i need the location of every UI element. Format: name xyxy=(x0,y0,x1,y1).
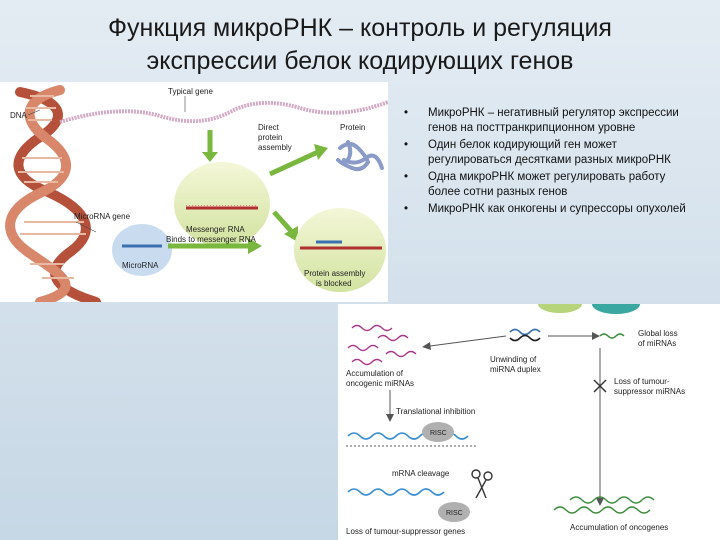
messenger-rna-sphere xyxy=(174,162,270,246)
risc-complex-2 xyxy=(438,502,470,522)
mirna-duplex xyxy=(509,328,541,342)
blocked-sphere xyxy=(294,208,386,292)
oncogenic-mirna-cluster xyxy=(347,324,417,366)
risc-label-2: RISC xyxy=(446,510,463,517)
top-ellipse-green xyxy=(538,304,582,313)
accumulation-oncogenes-label: Accumulation of oncogenes xyxy=(570,523,668,532)
title-line-1: Функция микроРНК – контроль и регуляция xyxy=(108,14,612,42)
mrna-cleavage-label: mRNA cleavage xyxy=(392,469,450,478)
direct-protein-label-1: Direct xyxy=(258,123,280,132)
direct-protein-label-2: protein xyxy=(258,133,282,142)
bullet-item-4: •МикроРНК как онкогены и супрессоры опух… xyxy=(404,203,686,215)
loss-tumour-genes-label: Loss of tumour-suppressor genes xyxy=(346,527,465,536)
loss-tumour-mirna-label-1: Loss of tumour- xyxy=(614,377,670,386)
risc-label-1: RISC xyxy=(430,430,447,437)
mirna-mechanism-diagram: DNA Typical gene Messenger RNA Direct pr… xyxy=(5,85,388,302)
block-cross-icon xyxy=(593,379,607,393)
mrna-wave-2 xyxy=(347,488,445,496)
slide-title: Функция микроРНК – контроль и регуляция … xyxy=(0,12,720,78)
typical-gene-label: Typical gene xyxy=(168,87,213,96)
global-loss-label-1: Global loss xyxy=(638,329,678,338)
mirna-mechanism-figure: DNA Typical gene Messenger RNA Direct pr… xyxy=(0,82,388,302)
unwinding-label-1: Unwinding of xyxy=(490,355,537,364)
bullet-item-1: •МикроРНК – негативный регулятор экспрес… xyxy=(404,107,679,134)
blocked-label-1: Protein assembly xyxy=(304,269,365,278)
microrna-sphere xyxy=(112,224,172,276)
bullet-item-3: •Одна микроРНК может регулировать работу… xyxy=(404,171,666,198)
global-loss-label-2: of miRNAs xyxy=(638,339,676,348)
blocked-label-2: is blocked xyxy=(316,279,352,288)
bullet-item-2: •Один белок кодирующий ген может регулир… xyxy=(404,139,671,166)
bullet-list: •МикроРНК – негативный регулятор экспрес… xyxy=(398,106,698,220)
unwinding-label-2: miRNA duplex xyxy=(490,365,541,374)
mirna-cancer-diagram: Accumulation of oncogenic miRNAs Unwindi… xyxy=(346,304,685,536)
typical-gene-strand xyxy=(59,100,388,124)
loss-tumour-mirna-label-2: suppressor miRNAs xyxy=(614,387,685,396)
microrna-gene-label: MicroRNA gene xyxy=(74,212,131,221)
translational-label: Translational inhibition xyxy=(396,407,475,416)
arrow-to-oncogenic xyxy=(429,335,507,347)
arrow-to-protein xyxy=(268,149,320,177)
global-loss-wave xyxy=(599,333,625,339)
dna-label: DNA xyxy=(10,111,28,120)
protein-blob xyxy=(336,140,384,172)
risc-complex-1 xyxy=(422,422,454,442)
oncogene-waves xyxy=(553,496,655,514)
direct-protein-label-3: assembly xyxy=(258,143,292,152)
protein-label: Protein xyxy=(340,123,365,132)
top-ellipse-teal xyxy=(592,304,640,314)
accumulation-oncogenic-label-1: Accumulation of xyxy=(346,369,404,378)
messenger-rna-label: Messenger RNA xyxy=(186,225,245,234)
scissors-icon xyxy=(471,469,493,499)
dna-helix xyxy=(5,85,101,302)
microrna-label: MicroRNA xyxy=(122,261,159,270)
accumulation-oncogenic-label-2: oncogenic miRNAs xyxy=(346,379,414,388)
binds-label: Binds to messenger RNA xyxy=(166,235,256,244)
arrow-down-2 xyxy=(272,210,294,234)
mirna-cancer-figure: Accumulation of oncogenic miRNAs Unwindi… xyxy=(338,304,720,540)
title-line-2: экспрессии белок кодирующих генов xyxy=(146,47,574,75)
